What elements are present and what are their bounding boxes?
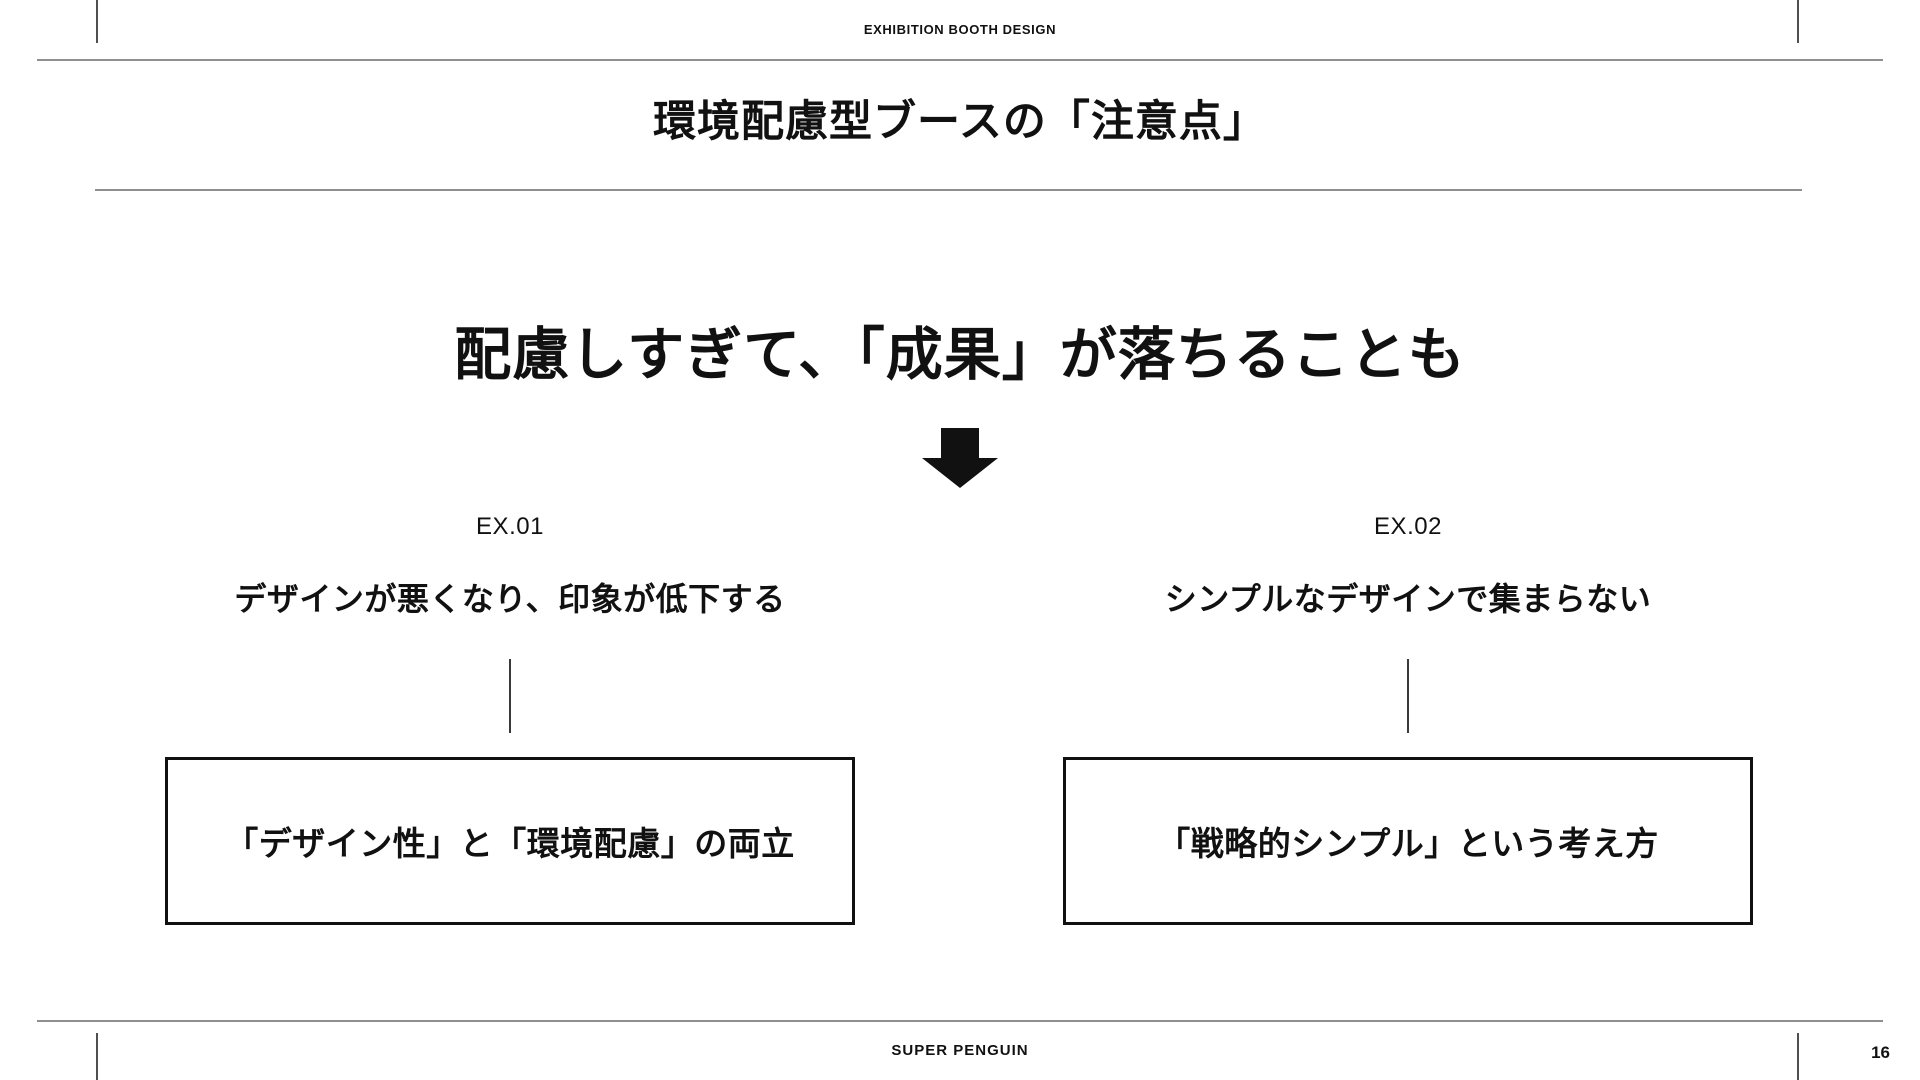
example-1-problem: デザインが悪くなり、印象が低下する <box>234 581 786 617</box>
footer-rule <box>37 1020 1883 1022</box>
crop-mark-top-right <box>1797 0 1799 43</box>
example-2-problem: シンプルなデザインで集まらない <box>1164 581 1652 617</box>
example-2-label: EX.02 <box>1374 513 1442 540</box>
key-statement: 配慮しすぎて、「成果」が落ちることも <box>454 323 1466 387</box>
example-1-label: EX.01 <box>476 513 544 540</box>
example-1-column: EX.01 デザインが悪くなり、印象が低下する 「デザイン性」と「環境配慮」の両… <box>165 512 855 925</box>
example-2-solution-text: 「戦略的シンプル」という考え方 <box>1157 825 1659 862</box>
example-2-solution-box: 「戦略的シンプル」という考え方 <box>1063 757 1753 925</box>
header-label: EXHIBITION BOOTH DESIGN <box>863 22 1057 37</box>
example-1-connector-line <box>509 659 511 733</box>
example-2-connector-line <box>1407 659 1409 733</box>
example-1-solution-box: 「デザイン性」と「環境配慮」の両立 <box>165 757 855 925</box>
footer-brand: SUPER PENGUIN <box>891 1042 1029 1059</box>
crop-mark-bottom-left <box>96 1033 98 1080</box>
header-rule <box>37 59 1883 61</box>
crop-mark-bottom-right <box>1797 1033 1799 1080</box>
example-2-column: EX.02 シンプルなデザインで集まらない 「戦略的シンプル」という考え方 <box>1063 512 1753 925</box>
page-number: 16 <box>1871 1043 1890 1062</box>
title-rule <box>95 189 1802 191</box>
down-arrow-icon <box>922 428 998 488</box>
page-title: 環境配慮型ブースの「注意点」 <box>653 98 1267 146</box>
example-1-solution-text: 「デザイン性」と「環境配慮」の両立 <box>225 825 795 862</box>
crop-mark-top-left <box>96 0 98 43</box>
